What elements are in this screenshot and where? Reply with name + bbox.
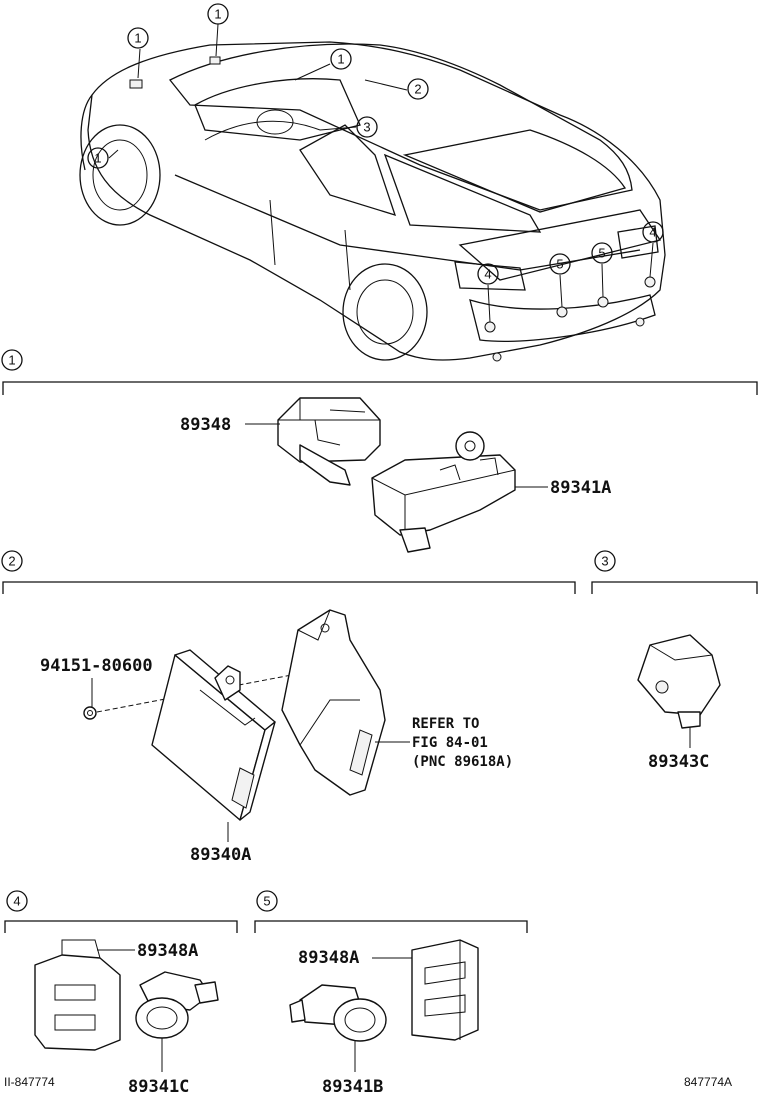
section-bracket xyxy=(2,381,758,395)
refer-text-line-1: REFER TO xyxy=(412,716,479,732)
footer-left-code: II-847774 xyxy=(4,1075,55,1089)
callout-number: 2 xyxy=(414,82,421,97)
part-label-89348A: 89348A xyxy=(137,941,198,961)
part-label-89340A: 89340A xyxy=(190,845,251,865)
section-2: 2 94151-80600 89340A REFER xyxy=(1,550,576,865)
part-label-89341A: 89341A xyxy=(550,478,611,498)
footer-right-code: 847774A xyxy=(684,1075,732,1089)
callout-number: 5 xyxy=(598,246,605,261)
section-number: 2 xyxy=(8,554,15,569)
section-bracket xyxy=(2,581,576,594)
section-bracket xyxy=(591,581,758,594)
callout-number: 4 xyxy=(484,267,491,282)
section-4: 4 89348A 89341C xyxy=(4,890,238,1097)
section-1: 1 89348 89341A xyxy=(1,349,758,553)
part-label-89341C: 89341C xyxy=(128,1077,189,1097)
callout-circle xyxy=(549,253,571,275)
section-1-marker xyxy=(1,349,23,371)
section-number: 5 xyxy=(263,894,270,909)
section-number: 1 xyxy=(8,353,15,368)
part-89340A-drawing xyxy=(151,649,276,821)
callout-circle xyxy=(591,242,613,264)
callout-circle xyxy=(127,27,149,49)
refer-text-line-2: FIG 84-01 xyxy=(412,735,488,751)
callout-number: 1 xyxy=(214,7,221,22)
callout-circle xyxy=(356,116,378,138)
mounting-bracket-drawing xyxy=(281,609,386,796)
part-label-89343C: 89343C xyxy=(648,752,709,772)
section-number: 3 xyxy=(601,554,608,569)
section-bracket xyxy=(4,920,238,933)
refer-text-line-3: (PNC 89618A) xyxy=(412,754,513,770)
part-89343C-drawing xyxy=(637,634,721,729)
callout-number: 5 xyxy=(556,257,563,272)
callout-number: 3 xyxy=(363,120,370,135)
callout-circle xyxy=(330,48,352,70)
callout-circle xyxy=(87,147,109,169)
callout-number: 1 xyxy=(134,31,141,46)
callout-circle xyxy=(207,3,229,25)
part-89341B-sensor-drawing xyxy=(289,984,387,1042)
callout-number: 1 xyxy=(94,151,101,166)
part-89341A-drawing xyxy=(371,431,516,553)
callout-circle xyxy=(477,263,499,285)
callout-number: 4 xyxy=(649,225,656,240)
section-4-marker xyxy=(6,890,28,912)
section-3: 3 89343C xyxy=(591,550,758,772)
car-overview-illustration xyxy=(79,41,666,362)
part-89341C-sensor-drawing xyxy=(135,971,219,1039)
part-label-89348A: 89348A xyxy=(298,948,359,968)
part-label-94151-80600: 94151-80600 xyxy=(40,656,153,676)
part-label-89348: 89348 xyxy=(180,415,231,435)
section-3-marker xyxy=(594,550,616,572)
part-label-89341B: 89341B xyxy=(322,1077,383,1097)
section-2-marker xyxy=(1,550,23,572)
callout-number: 1 xyxy=(337,52,344,67)
callout-circle xyxy=(642,221,664,243)
section-5-marker xyxy=(256,890,278,912)
part-89348A-holder-drawing xyxy=(34,939,121,1051)
part-89348-drawing xyxy=(277,397,381,486)
section-number: 4 xyxy=(13,894,20,909)
part-89348A-holder-drawing xyxy=(411,939,479,1041)
section-5: 5 89348A 89341B xyxy=(254,890,528,1097)
car-callouts: 1 1 1 1 2 3 4 4 5 5 xyxy=(87,3,664,323)
callout-circle xyxy=(407,78,429,100)
nut-drawing xyxy=(83,706,97,720)
section-bracket xyxy=(254,920,528,933)
